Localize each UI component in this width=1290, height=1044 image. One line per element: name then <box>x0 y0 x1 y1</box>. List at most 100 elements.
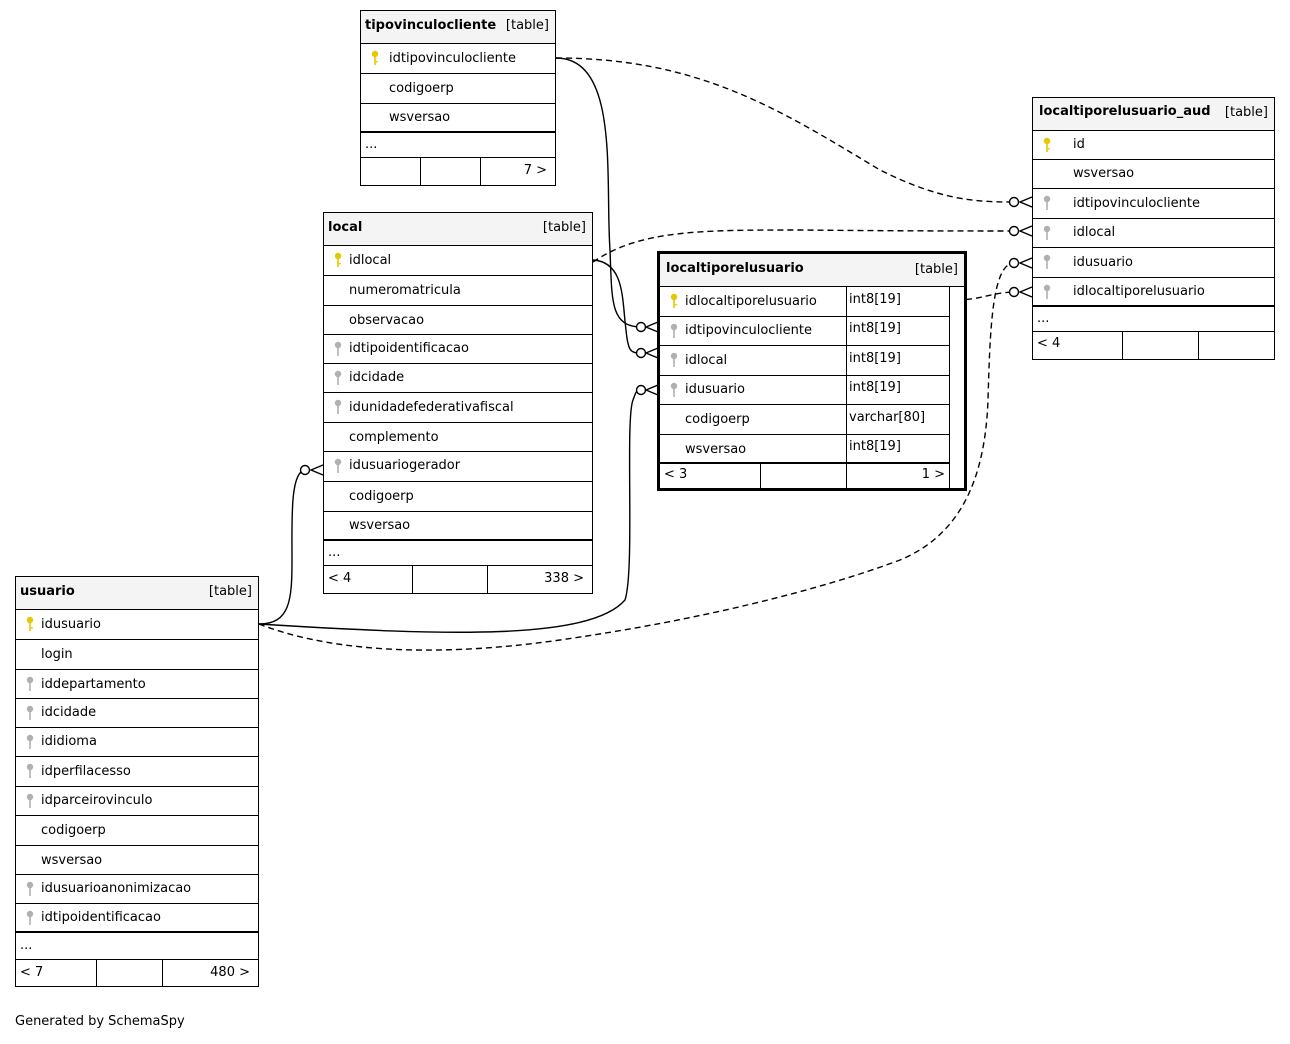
column-row: idparceirovinculo <box>16 787 258 816</box>
edge-end-circle <box>1008 257 1020 269</box>
column-name: ididioma <box>41 734 97 749</box>
table-header: localtiporelusuario [table] <box>660 254 964 287</box>
primary-key-icon <box>371 50 379 65</box>
column-row: numeromatricula <box>324 276 592 306</box>
column-row: idtipovinculocliente int8[19] <box>660 317 949 346</box>
column-row: idcidade <box>324 364 592 393</box>
column-row: idusuario <box>16 610 258 640</box>
column-row: idusuariogerador <box>324 452 592 482</box>
more-columns-row: ... <box>1033 307 1274 332</box>
column-name: idtipovinculocliente <box>685 323 812 338</box>
column-name: idcidade <box>349 370 405 385</box>
column-row: wsversao <box>1033 160 1274 189</box>
edge-end-circle <box>299 464 311 476</box>
column-name: codigoerp <box>41 823 106 838</box>
column-name: codigoerp <box>685 412 750 427</box>
column-name: wsversao <box>349 518 411 533</box>
primary-key-icon <box>1043 137 1051 152</box>
table-local[interactable]: local [table] idlocal numeromatricula ob… <box>323 212 593 594</box>
table-header: localtiporelusuario_aud [table] <box>1033 98 1274 131</box>
edge-usuario-local <box>258 469 306 625</box>
column-row: idunidadefederativafiscal <box>324 393 592 423</box>
column-row: idlocal int8[19] <box>660 346 949 376</box>
table-tag: [table] <box>1224 105 1268 120</box>
crowfoot-mark <box>1018 225 1033 237</box>
more-columns-row: ... <box>361 133 555 158</box>
column-row: login <box>16 640 258 670</box>
primary-key-icon <box>670 293 678 308</box>
column-name: idusuario <box>1073 255 1133 270</box>
edge-tipovinculocliente-aud <box>555 57 1014 203</box>
crowfoot-mark <box>309 464 324 476</box>
column-name: wsversao <box>685 442 747 457</box>
column-row: wsversao <box>16 846 258 875</box>
column-type: int8[19] <box>849 380 901 395</box>
column-name: idunidadefederativafiscal <box>349 400 514 415</box>
table-name: localtiporelusuario <box>666 261 804 276</box>
footer-right: 480 > <box>210 965 250 980</box>
foreign-key-icon <box>26 793 34 808</box>
table-header: tipovinculocliente [table] <box>361 11 555 44</box>
column-row: idusuario int8[19] <box>660 376 949 405</box>
table-name: local <box>328 220 363 235</box>
column-row: complemento <box>324 423 592 452</box>
table-tag: [table] <box>208 584 252 599</box>
column-name: idtipovinculocliente <box>1073 196 1200 211</box>
table-tag: [table] <box>542 220 586 235</box>
foreign-key-icon <box>26 881 34 896</box>
table-tag: [table] <box>914 262 958 277</box>
column-row: idtipovinculocliente <box>1033 189 1274 219</box>
foreign-key-icon <box>1043 195 1051 210</box>
foreign-key-icon <box>334 370 342 385</box>
footer-left: < 3 <box>664 467 688 482</box>
table-localtiporelusuario[interactable]: localtiporelusuario [table] idlocaltipor… <box>657 251 967 491</box>
column-name: idtipovinculocliente <box>389 51 516 66</box>
foreign-key-icon <box>670 382 678 397</box>
ellipsis-text: ... <box>365 137 378 152</box>
column-row: idlocaltiporelusuario int8[19] <box>660 287 949 317</box>
edge-end-circle <box>1008 225 1020 237</box>
footer-left: < 4 <box>1037 336 1061 351</box>
table-header: usuario [table] <box>16 577 258 610</box>
crowfoot-mark <box>1018 196 1033 208</box>
column-name: idparceirovinculo <box>41 793 153 808</box>
edge-local-localtiporelusuario <box>592 259 641 354</box>
foreign-key-icon <box>1043 225 1051 240</box>
column-name: idusuariogerador <box>349 458 461 473</box>
column-row: idusuario <box>1033 248 1274 278</box>
column-row: ididioma <box>16 728 258 757</box>
column-row: id <box>1033 131 1274 160</box>
footer-left: < 7 <box>20 965 44 980</box>
column-row: wsversao <box>361 104 555 133</box>
edge-end-circle <box>635 321 647 333</box>
table-tag: [table] <box>505 18 549 33</box>
column-row: codigoerp <box>324 482 592 512</box>
more-columns-row: ... <box>16 933 258 960</box>
foreign-key-icon <box>26 705 34 720</box>
column-row: idcidade <box>16 699 258 728</box>
crowfoot-mark <box>1018 286 1033 298</box>
column-name: idlocal <box>349 253 392 268</box>
column-row: codigoerp varchar[80] <box>660 405 949 435</box>
column-row: wsversao int8[19] <box>660 435 949 464</box>
table-localtiporelusuario-aud[interactable]: localtiporelusuario_aud [table] id wsver… <box>1032 97 1275 360</box>
column-row: wsversao <box>324 512 592 541</box>
column-row: idlocal <box>324 246 592 276</box>
column-type: int8[19] <box>849 351 901 366</box>
foreign-key-icon <box>26 734 34 749</box>
foreign-key-icon <box>334 341 342 356</box>
ellipsis-text: ... <box>20 938 33 953</box>
column-name: idusuario <box>685 382 745 397</box>
column-row: idlocaltiporelusuario <box>1033 278 1274 307</box>
table-tipovinculocliente[interactable]: tipovinculocliente [table] idtipovinculo… <box>360 10 556 186</box>
foreign-key-icon <box>1043 254 1051 269</box>
table-usuario[interactable]: usuario [table] idusuario login iddepart… <box>15 576 259 987</box>
more-columns-row: ... <box>324 541 592 566</box>
column-name: idperfilacesso <box>41 764 131 779</box>
crowfoot-mark <box>1018 257 1033 269</box>
foreign-key-icon <box>670 352 678 367</box>
foreign-key-icon <box>26 910 34 925</box>
column-name: complemento <box>349 430 439 445</box>
column-row: codigoerp <box>16 816 258 846</box>
column-name: login <box>41 647 73 662</box>
